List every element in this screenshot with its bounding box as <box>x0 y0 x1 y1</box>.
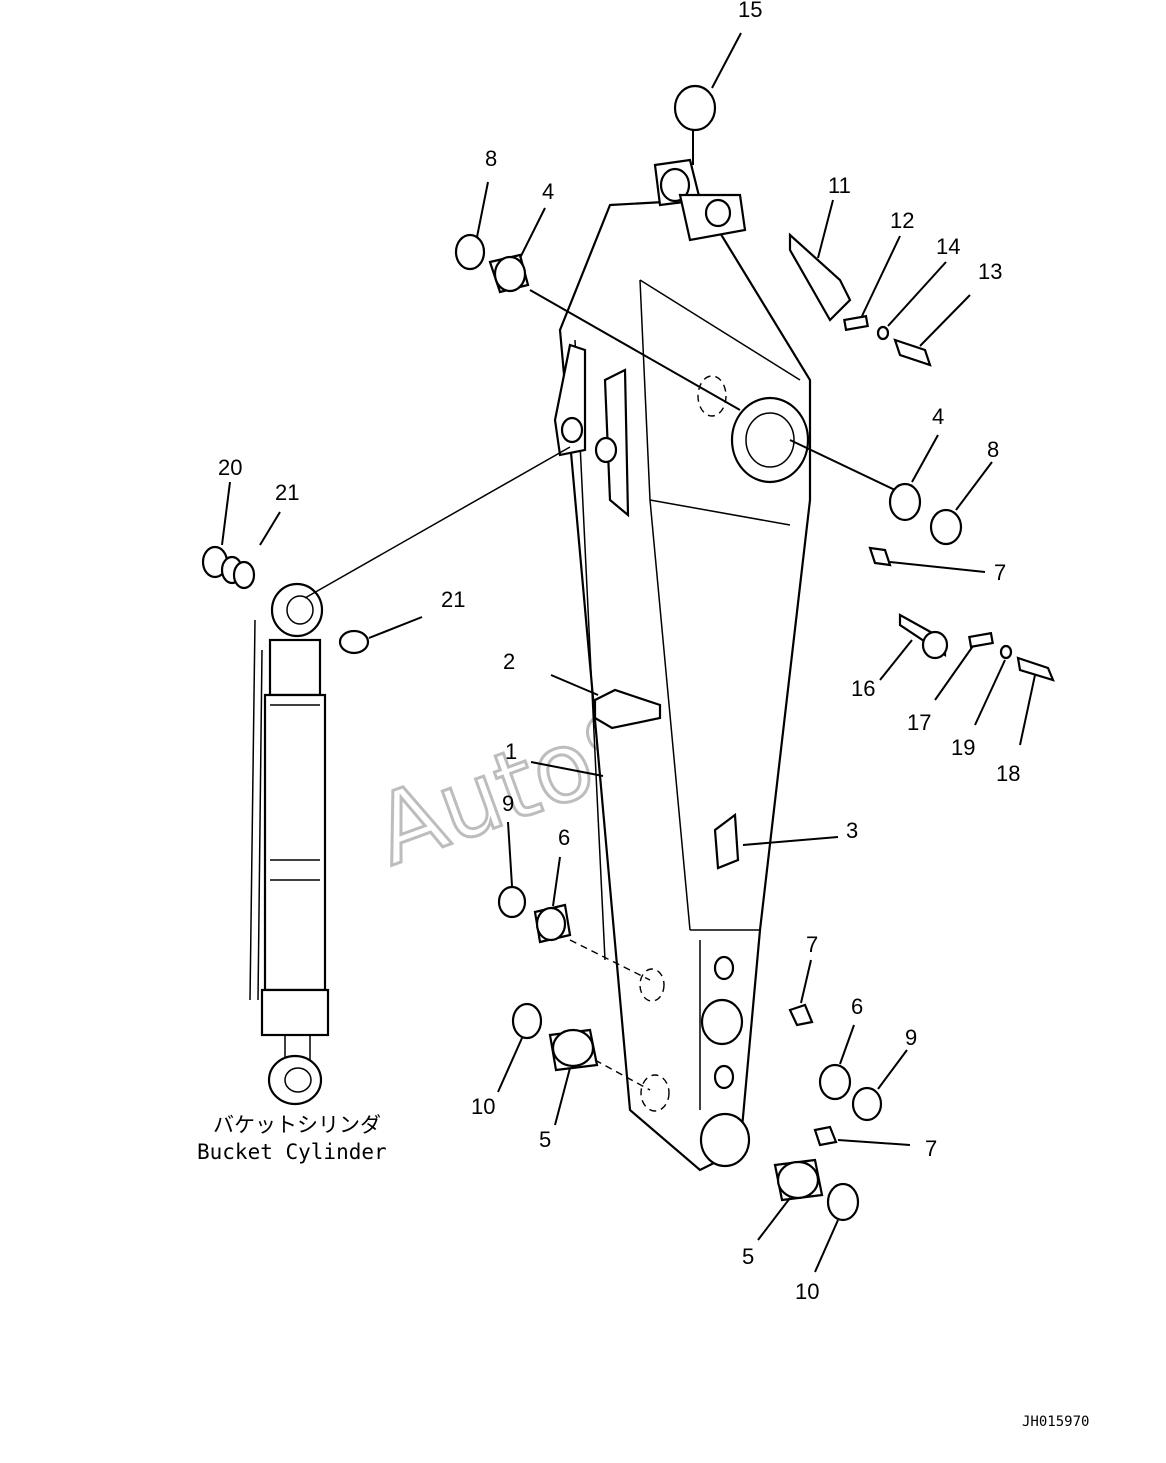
callout-5-right: 5 <box>742 1244 754 1269</box>
callout-6-right: 6 <box>851 994 863 1019</box>
callout-19: 19 <box>951 735 975 760</box>
callout-4-top: 4 <box>542 179 554 204</box>
callout-2: 2 <box>503 649 515 674</box>
callout-21-upper: 21 <box>275 480 299 505</box>
callout-15: 15 <box>738 0 762 22</box>
loose-parts <box>201 84 1055 1222</box>
callout-11: 11 <box>828 173 851 198</box>
callout-1: 1 <box>505 739 517 764</box>
callout-10-left: 10 <box>471 1094 495 1119</box>
callout-20: 20 <box>218 455 242 480</box>
leader-lines <box>221 32 1036 1273</box>
callout-numbers: 15 8 4 11 12 14 13 4 8 7 20 21 21 2 1 16… <box>218 0 1020 1304</box>
callout-21-lower: 21 <box>441 587 465 612</box>
callout-17: 17 <box>907 710 931 735</box>
drawing-code: JH015970 <box>1022 1414 1089 1430</box>
callout-3: 3 <box>846 818 858 843</box>
callout-13: 13 <box>978 259 1002 284</box>
callout-9-left: 9 <box>502 791 514 816</box>
caption: バケットシリンダ Bucket Cylinder <box>197 1113 387 1164</box>
caption-japanese: バケットシリンダ <box>213 1113 381 1137</box>
callout-7-middle: 7 <box>806 932 818 957</box>
callout-16: 16 <box>851 676 875 701</box>
callout-8-right: 8 <box>987 437 999 462</box>
arm-body <box>553 158 812 1172</box>
callout-12: 12 <box>890 208 914 233</box>
callout-9-right: 9 <box>905 1025 917 1050</box>
callout-14: 14 <box>936 234 960 259</box>
callout-6-left: 6 <box>558 825 570 850</box>
callout-10-right: 10 <box>795 1279 819 1304</box>
callout-7-lower: 7 <box>925 1136 937 1161</box>
callout-8-top: 8 <box>485 146 497 171</box>
callout-4-right: 4 <box>932 404 944 429</box>
bucket-cylinder <box>249 582 330 1106</box>
caption-english: Bucket Cylinder <box>197 1140 387 1164</box>
callout-5-left: 5 <box>539 1127 551 1152</box>
callout-18: 18 <box>996 761 1020 786</box>
callout-7-upper: 7 <box>994 560 1006 585</box>
